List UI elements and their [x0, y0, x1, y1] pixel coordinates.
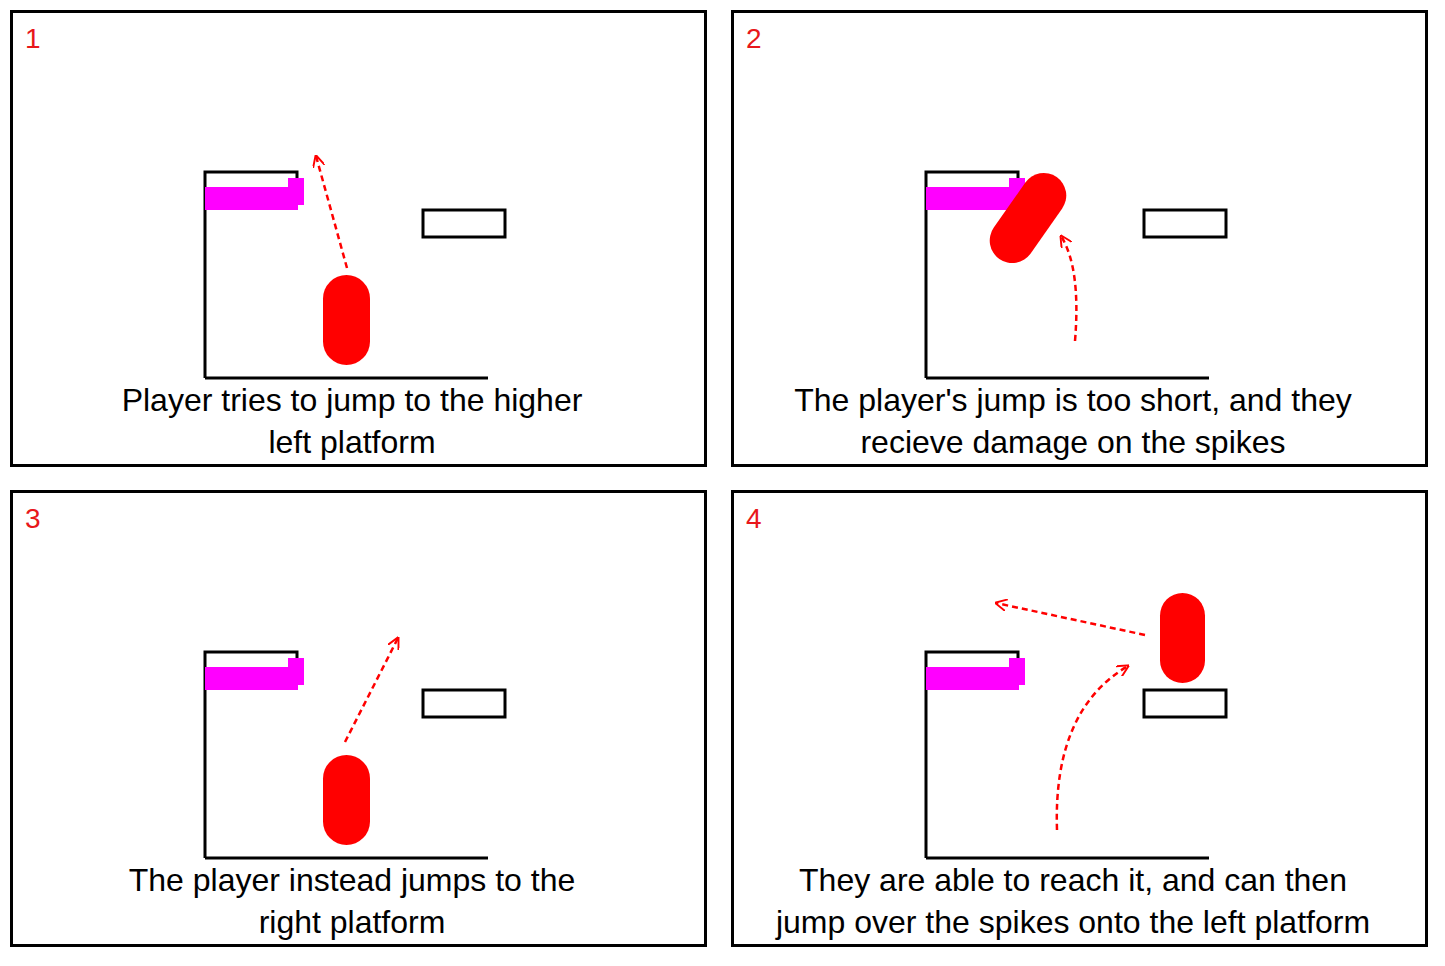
- panel-caption: The player's jump is too short, and they…: [773, 379, 1373, 463]
- panel-number: 1: [25, 23, 41, 55]
- panel-art: [926, 164, 1226, 378]
- panel-number: 2: [746, 23, 762, 55]
- player: [323, 755, 370, 845]
- floor-line: [926, 377, 1209, 380]
- right-platform: [423, 210, 505, 237]
- panel-number: 4: [746, 503, 762, 535]
- spikes: [288, 178, 304, 205]
- spikes: [288, 658, 304, 685]
- wall-outline: [926, 652, 1018, 858]
- spikes: [1009, 658, 1025, 685]
- panel-caption: They are able to reach it, and can then …: [773, 859, 1373, 943]
- panel-number: 3: [25, 503, 41, 535]
- jump-arrow: [1057, 666, 1128, 830]
- jump-arrow: [316, 156, 347, 268]
- storyboard-panel: 2The player's jump is too short, and the…: [731, 10, 1428, 467]
- floor-line: [205, 377, 488, 380]
- wall-outline: [926, 172, 1018, 378]
- panel-caption: Player tries to jump to the higher left …: [107, 379, 597, 463]
- jump-arrow: [996, 603, 1145, 635]
- spikes: [205, 667, 298, 690]
- spikes: [926, 187, 1019, 210]
- floor-line: [926, 857, 1209, 860]
- panel-art: [205, 638, 505, 858]
- jump-arrow: [345, 638, 398, 742]
- spikes: [205, 187, 298, 210]
- player: [1160, 593, 1205, 683]
- panel-caption: The player instead jumps to the right pl…: [107, 859, 597, 943]
- wall-outline: [205, 652, 297, 858]
- panel-art: [205, 156, 505, 378]
- right-platform: [1144, 690, 1226, 717]
- storyboard-panel: 3The player instead jumps to the right p…: [10, 490, 707, 947]
- right-platform: [423, 690, 505, 717]
- jump-arrow: [1061, 236, 1076, 341]
- storyboard-panel: 4They are able to reach it, and can then…: [731, 490, 1428, 947]
- wall-outline: [205, 172, 297, 378]
- player: [323, 275, 370, 365]
- spikes: [926, 667, 1019, 690]
- floor-line: [205, 857, 488, 860]
- panel-art: [926, 593, 1226, 858]
- player: [981, 164, 1075, 272]
- storyboard-panel: 1Player tries to jump to the higher left…: [10, 10, 707, 467]
- right-platform: [1144, 210, 1226, 237]
